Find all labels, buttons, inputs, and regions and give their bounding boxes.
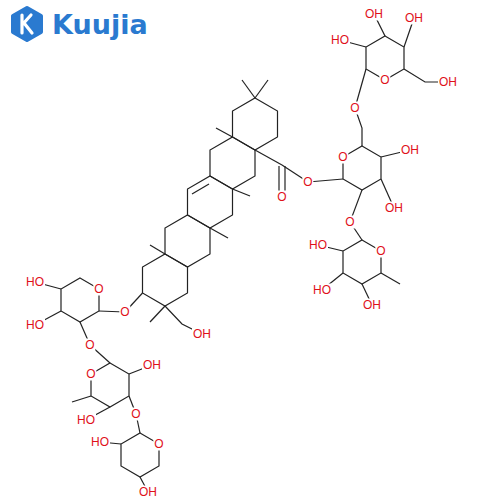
atom-label: OH: [138, 486, 158, 499]
bonds: [35, 14, 448, 492]
atom-label: O: [302, 176, 313, 189]
atom-label: O: [337, 151, 348, 164]
logo-icon: [13, 8, 41, 40]
atom-label: HO: [25, 319, 45, 332]
atom-label: HO: [312, 284, 332, 297]
atom-label: HO: [25, 276, 45, 289]
atom-label: O: [375, 245, 386, 258]
atom-label: HO: [308, 239, 328, 252]
atom-label: OH: [192, 328, 212, 341]
atom-label: HO: [76, 414, 96, 427]
atom-label: HO: [90, 436, 110, 449]
atom-label: O: [93, 283, 104, 296]
atom-label: O: [84, 339, 95, 352]
atom-label: O: [276, 191, 287, 204]
atom-label: O: [153, 438, 164, 451]
logo-text: Kuujia: [52, 9, 148, 41]
atom-label: O: [85, 368, 96, 381]
atom-label: OH: [438, 76, 458, 89]
atom-label: HO: [330, 34, 350, 47]
atom-label: OH: [400, 144, 420, 157]
atom-label: OH: [404, 12, 424, 25]
atom-label: O: [130, 408, 141, 421]
atom-label: OH: [364, 8, 384, 21]
atom-label: O: [344, 216, 355, 229]
atom-label: O: [119, 306, 130, 319]
atom-label: O: [349, 102, 360, 115]
atom-label: OH: [384, 202, 404, 215]
atom-label: OH: [362, 299, 382, 312]
atom-label: OH: [142, 359, 162, 372]
atom-label: O: [379, 74, 390, 87]
